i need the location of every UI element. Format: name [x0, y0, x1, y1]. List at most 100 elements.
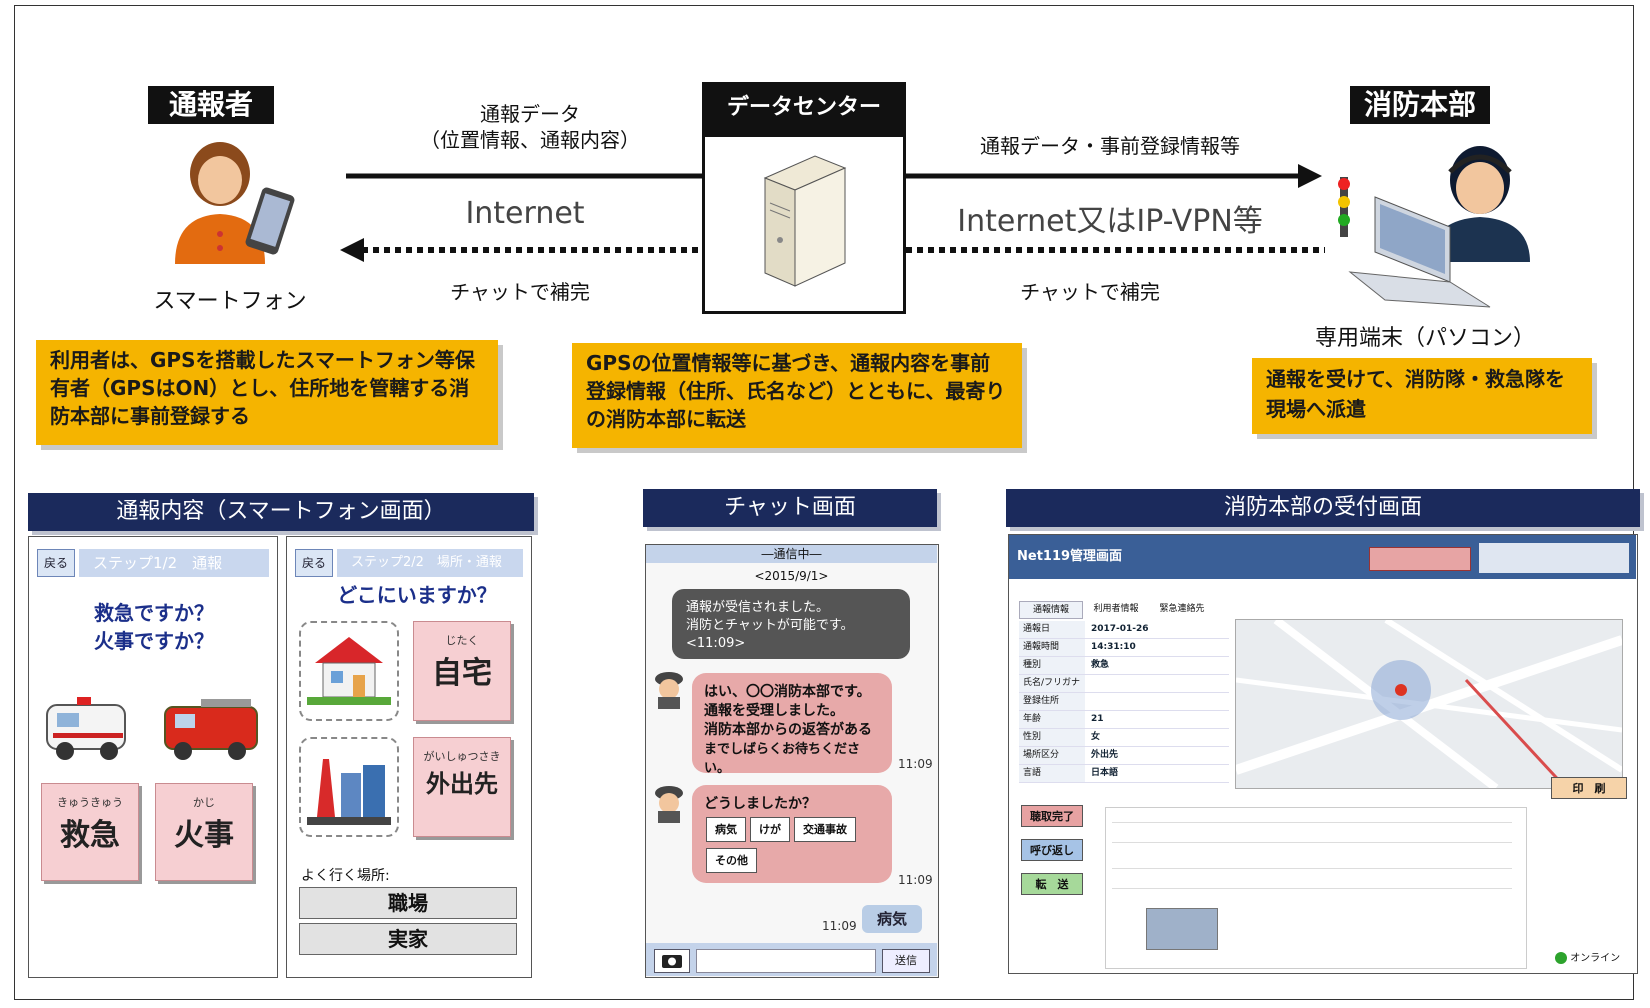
fire-button[interactable]: かじ 火事 — [155, 783, 253, 881]
hq-message-1-line2: 通報を受理しました。 — [704, 703, 844, 719]
home-picture — [299, 621, 399, 721]
system-message-line3: <11:09> — [686, 636, 746, 651]
info-table-label: 種別 — [1019, 657, 1085, 674]
house-icon — [307, 637, 391, 705]
info-table-row: 場所区分外出先 — [1019, 747, 1229, 765]
phone-section-header: 通報内容（スマートフォン画面） — [28, 493, 534, 531]
home-ruby: じたく — [445, 634, 479, 647]
server-icon — [745, 148, 865, 293]
chat-screen: ―通信中― <2015/9/1> 通報が受信されました。 消防とチャットが可能で… — [645, 544, 939, 978]
choice-injury[interactable]: けが — [750, 817, 790, 842]
back-button[interactable]: 戻る — [37, 549, 75, 577]
home-button[interactable]: じたく 自宅 — [413, 621, 511, 721]
map-view — [1235, 619, 1623, 789]
home-label: 自宅 — [432, 656, 492, 691]
note-center: GPSの位置情報等に基づき、通報内容を事前登録情報（住所、氏名など）とともに、最… — [572, 343, 1022, 448]
chat-log-photo — [1146, 908, 1218, 950]
hq-section-header: 消防本部の受付画面 — [1006, 489, 1640, 527]
system-message-line2: 消防とチャットが可能です。 — [686, 618, 854, 633]
parents-home-button[interactable]: 実家 — [299, 923, 517, 955]
chat-status: ―通信中― — [646, 545, 937, 563]
left-net-label: Internet — [465, 196, 585, 231]
caller-person-icon — [165, 134, 315, 269]
print-button[interactable]: 印 刷 — [1551, 777, 1627, 799]
chat-date: <2015/9/1> — [754, 569, 829, 583]
hq-message-2-time: 11:09 — [898, 873, 933, 887]
question-location: どこにいますか？ — [337, 583, 497, 607]
online-dot-icon — [1555, 952, 1567, 964]
emergency-ruby: きゅうきゅう — [57, 796, 123, 809]
back-button[interactable]: 戻る — [295, 549, 333, 577]
call-back-button[interactable]: 呼び返し — [1021, 839, 1083, 861]
right-net-label: Internet又はIP-VPN等 — [957, 204, 1263, 239]
outside-ruby: がいしゅつさき — [423, 750, 501, 763]
phone-screen-step2: 戻る ステップ2/2 場所・通報 どこにいますか？ じたく 自宅 がいしゅつさき… — [286, 536, 532, 978]
note-right: 通報を受けて、消防隊・救急隊を現場へ派遣 — [1252, 358, 1592, 434]
info-table-label: 通報時間 — [1019, 639, 1085, 656]
info-table-value — [1085, 693, 1091, 710]
online-indicator: オンライン — [1555, 949, 1620, 964]
tab-emergency-contact[interactable]: 緊急連絡先 — [1159, 604, 1205, 614]
hq-device-label: 専用端末（パソコン） — [1314, 326, 1535, 351]
camera-button[interactable] — [654, 949, 690, 973]
firefighter-avatar — [652, 669, 686, 709]
choice-illness[interactable]: 病気 — [706, 817, 746, 842]
hq-app-title: Net119管理画面 — [1017, 549, 1123, 564]
tab-user-info[interactable]: 利用者情報 — [1093, 604, 1139, 614]
send-button[interactable]: 送信 — [882, 949, 930, 973]
frequent-places-label: よく行く場所: — [301, 868, 390, 884]
hq-message-2-text: どうしましたか？ — [704, 796, 816, 812]
hq-message-1-time: 11:09 — [898, 757, 933, 771]
camera-icon — [662, 955, 682, 968]
info-table-row: 種別救急 — [1019, 657, 1229, 675]
reply-time: 11:09 — [822, 919, 857, 933]
firefighter-avatar — [652, 783, 686, 823]
choice-traffic-accident[interactable]: 交通事故 — [794, 817, 856, 842]
chat-section-header: チャット画面 — [643, 489, 937, 527]
chat-text-input[interactable] — [696, 949, 876, 973]
info-table-label: 登録住所 — [1019, 693, 1085, 710]
info-table-row: 登録住所 — [1019, 693, 1229, 711]
datacenter-title: データセンター — [702, 82, 906, 134]
info-table-label: 氏名/フリガナ — [1019, 675, 1085, 692]
hq-message-1-line3: 消防本部からの返答がある — [704, 722, 872, 738]
choice-other[interactable]: その他 — [706, 848, 757, 873]
info-table-value: 救急 — [1091, 660, 1110, 670]
workplace-button[interactable]: 職場 — [299, 887, 517, 919]
tab-report-info[interactable]: 通報情報 — [1019, 601, 1083, 619]
hearing-complete-button[interactable]: 聴取完了 — [1021, 805, 1083, 827]
outside-button[interactable]: がいしゅつさき 外出先 — [413, 737, 511, 837]
ambulance-icon — [39, 687, 134, 767]
info-table-value — [1085, 675, 1091, 692]
outside-label: 外出先 — [426, 770, 498, 798]
firehq-title: 消防本部 — [1350, 86, 1490, 124]
transfer-button[interactable]: 転 送 — [1021, 873, 1083, 895]
hq-message-1-line4: までしばらくお待ちください。 — [704, 742, 861, 776]
question-emergency: 救急ですか？ — [94, 601, 214, 625]
info-table-value: 日本語 — [1091, 768, 1119, 778]
system-message: 通報が受信されました。 消防とチャットが可能です。 <11:09> — [672, 589, 910, 659]
info-table-row: 言語日本語 — [1019, 765, 1229, 783]
info-table-row: 氏名/フリガナ — [1019, 675, 1229, 693]
hq-message-1-line1: はい、〇〇消防本部です。 — [704, 684, 871, 700]
online-label: オンライン — [1570, 953, 1621, 964]
city-icon — [307, 759, 391, 825]
left-arrow-label-1: 通報データ — [480, 102, 580, 126]
arrows-layer — [340, 164, 1325, 262]
right-chat-label: チャットで補完 — [1020, 280, 1160, 304]
fire-truck-icon — [159, 687, 264, 767]
left-arrow-label-2: （位置情報、通報内容） — [420, 128, 640, 152]
hq-alert-panel — [1369, 547, 1471, 571]
caller-device-label: スマートフォン — [153, 289, 307, 314]
step-indicator: ステップ2/2 場所・通報 — [337, 549, 523, 577]
info-table-label: 性別 — [1019, 729, 1085, 746]
emergency-button[interactable]: きゅうきゅう 救急 — [41, 783, 139, 881]
reply-bubble: 病気 — [862, 905, 922, 933]
outside-picture — [299, 737, 399, 837]
left-chat-label: チャットで補完 — [450, 280, 590, 304]
